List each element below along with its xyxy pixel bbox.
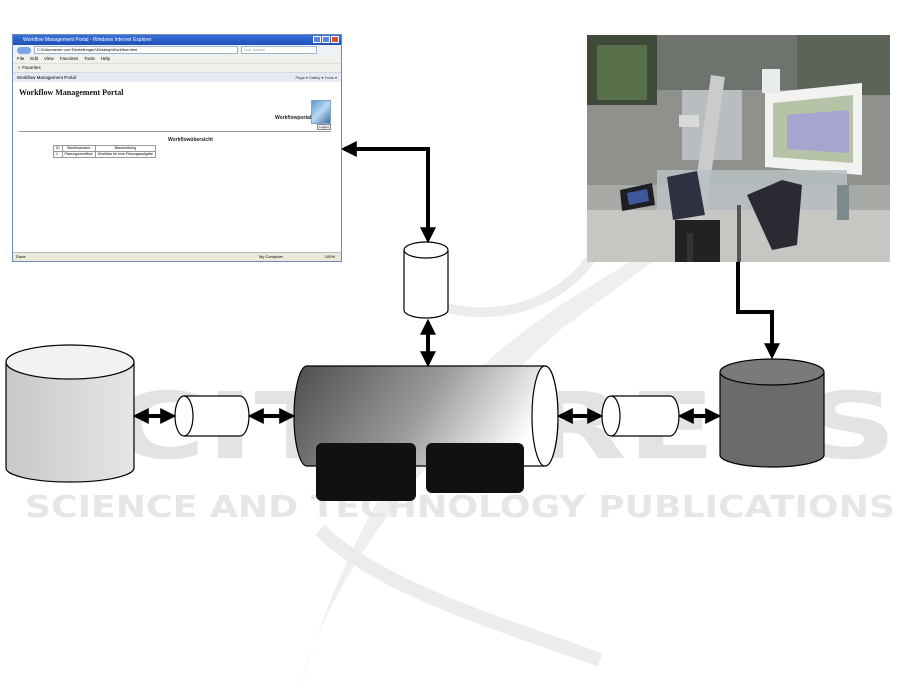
search-input[interactable]: Live Search <box>241 46 317 54</box>
close-icon[interactable] <box>331 36 339 43</box>
menu-favorites[interactable]: Favorites <box>59 56 79 61</box>
central-bus <box>293 365 559 467</box>
browser-title-bar: Workflow Management Portal - Windows Int… <box>13 35 341 45</box>
favorites-label[interactable]: Favorites <box>22 65 41 70</box>
browser-status-bar: Done My Computer 100% <box>13 252 341 261</box>
status-zone: My Computer <box>259 254 284 259</box>
maximize-icon[interactable] <box>322 36 330 43</box>
browser-tab-row: Workflow Management Portal Page ▾ Safety… <box>13 72 341 82</box>
favorites-star-icon[interactable]: ☆ <box>17 65 23 70</box>
table-cell-id: 1 <box>53 151 63 158</box>
arrow-photo-to-db <box>736 262 780 360</box>
top-adapter <box>403 241 449 319</box>
portal-logo-image <box>311 100 331 124</box>
table-cell-description: Workflow für eine Planungsaufgabe <box>94 151 156 158</box>
browser-page: Workflow Management Portal Workflowporta… <box>13 82 341 246</box>
menu-tools[interactable]: Tools <box>84 56 95 61</box>
menu-file[interactable]: File <box>17 56 25 61</box>
workflow-table: ID Workflowname Beschreibung 1 Planungsw… <box>53 145 156 158</box>
watermark-arc <box>315 525 603 667</box>
address-input[interactable]: C:\Dokumente und Einstellungen\Desktop\W… <box>34 46 238 54</box>
browser-toolbar-right[interactable]: Page ▾ Safety ▾ Tools ▾ <box>295 75 337 80</box>
portal-label: Workflowportal <box>275 115 312 121</box>
minimize-icon[interactable] <box>313 36 321 43</box>
component-block-right <box>426 443 524 493</box>
watermark-small: SCIENCE AND TECHNOLOGY PUBLICATIONS <box>25 490 895 525</box>
zoom-level[interactable]: 100% <box>324 254 335 259</box>
status-text: Done <box>16 254 26 259</box>
back-forward-icon[interactable] <box>17 46 31 54</box>
menu-help[interactable]: Help <box>100 56 111 61</box>
browser-tab[interactable]: Workflow Management Portal <box>17 75 76 80</box>
favorites-bar: ☆ Favorites <box>13 63 341 72</box>
browser-menu-bar: File Edit View Favorites Tools Help <box>13 55 341 63</box>
page-title: Workflow Management Portal <box>19 88 124 97</box>
right-database <box>719 358 825 468</box>
menu-view[interactable]: View <box>44 56 54 61</box>
arrow-browser-to-top-adapter <box>340 141 436 244</box>
overview-heading: Workflowübersicht <box>168 137 213 143</box>
right-adapter <box>601 395 680 437</box>
logout-button[interactable]: Logout <box>317 124 331 130</box>
window-controls <box>313 36 339 43</box>
browser-screenshot: Workflow Management Portal - Windows Int… <box>12 34 342 262</box>
photo-illustration <box>587 35 890 262</box>
table-row[interactable]: 1 Planungsworkflow Workflow für eine Pla… <box>53 151 156 158</box>
left-adapter <box>174 395 250 437</box>
installation-photo <box>587 35 890 262</box>
browser-address-row: C:\Dokumente und Einstellungen\Desktop\W… <box>13 45 341 55</box>
menu-edit[interactable]: Edit <box>30 56 39 61</box>
component-block-left <box>316 443 416 501</box>
table-cell-name[interactable]: Planungsworkflow <box>61 151 96 158</box>
divider <box>19 131 331 132</box>
left-database <box>5 344 135 483</box>
browser-window-title: Workflow Management Portal - Windows Int… <box>23 37 152 43</box>
